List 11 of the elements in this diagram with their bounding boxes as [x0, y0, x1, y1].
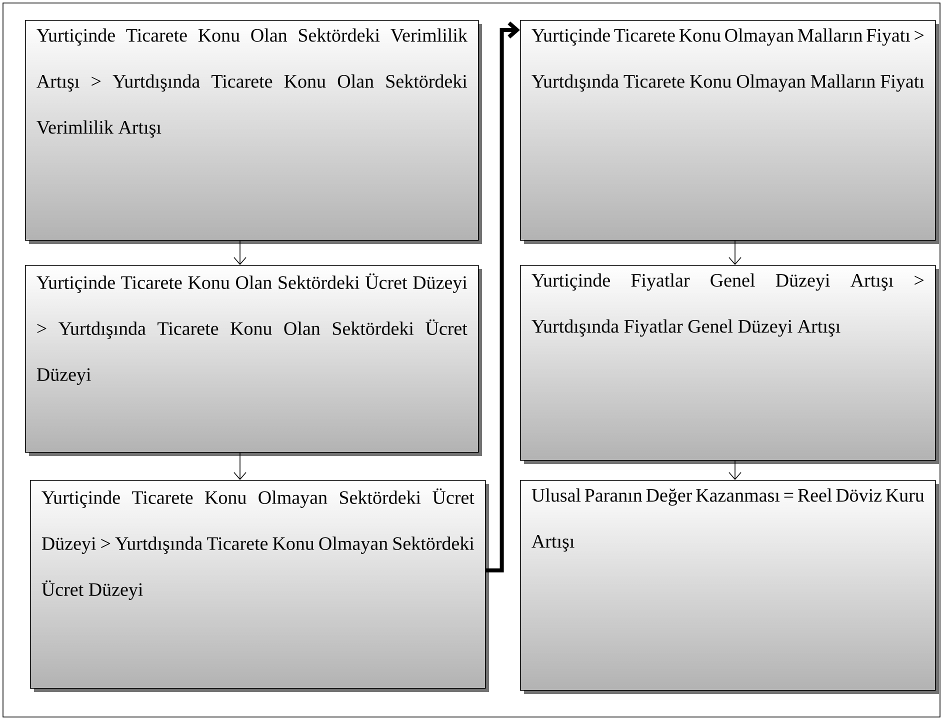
- arrow: [234, 240, 246, 265]
- process-box: Yurtiçinde Ticarete Konu Olan Sektördeki Ücret Düzeyi > Yurtdışında Ticarete Konu Olan Sektördeki Ücret Düzeyi: [25, 265, 482, 456]
- arrow: [728, 460, 742, 480]
- process-box: Yurtiçinde Ticarete Konu Olmayan Sektördeki Ücret Düzeyi > Yurtdışında Ticarete Konu Olmayan Sektördeki Ücret Düzeyi: [30, 480, 489, 692]
- arrow: [486, 21, 520, 572]
- process-box: Yurtiçinde Fiyatlar Genel Düzeyi Artışı > Yurtdışında Fiyatlar Genel Düzeyi Artışı: [520, 265, 940, 464]
- process-box: Ulusal Paranın Değer Kazanması = Reel Döviz Kuru Artışı: [520, 480, 940, 694]
- arrow: [728, 240, 742, 265]
- arrow: [234, 452, 246, 480]
- process-box: Yurtiçinde Ticarete Konu Olan Sektördeki Verimlilik Artışı > Yurtdışında Ticarete Konu Olan Sektördeki Verimlilik Artışı: [25, 20, 482, 244]
- process-box: Yurtiçinde Ticarete Konu Olmayan Malların Fiyatı > Yurtdışında Ticarete Konu Olmayan Malların Fiyatı: [520, 20, 940, 244]
